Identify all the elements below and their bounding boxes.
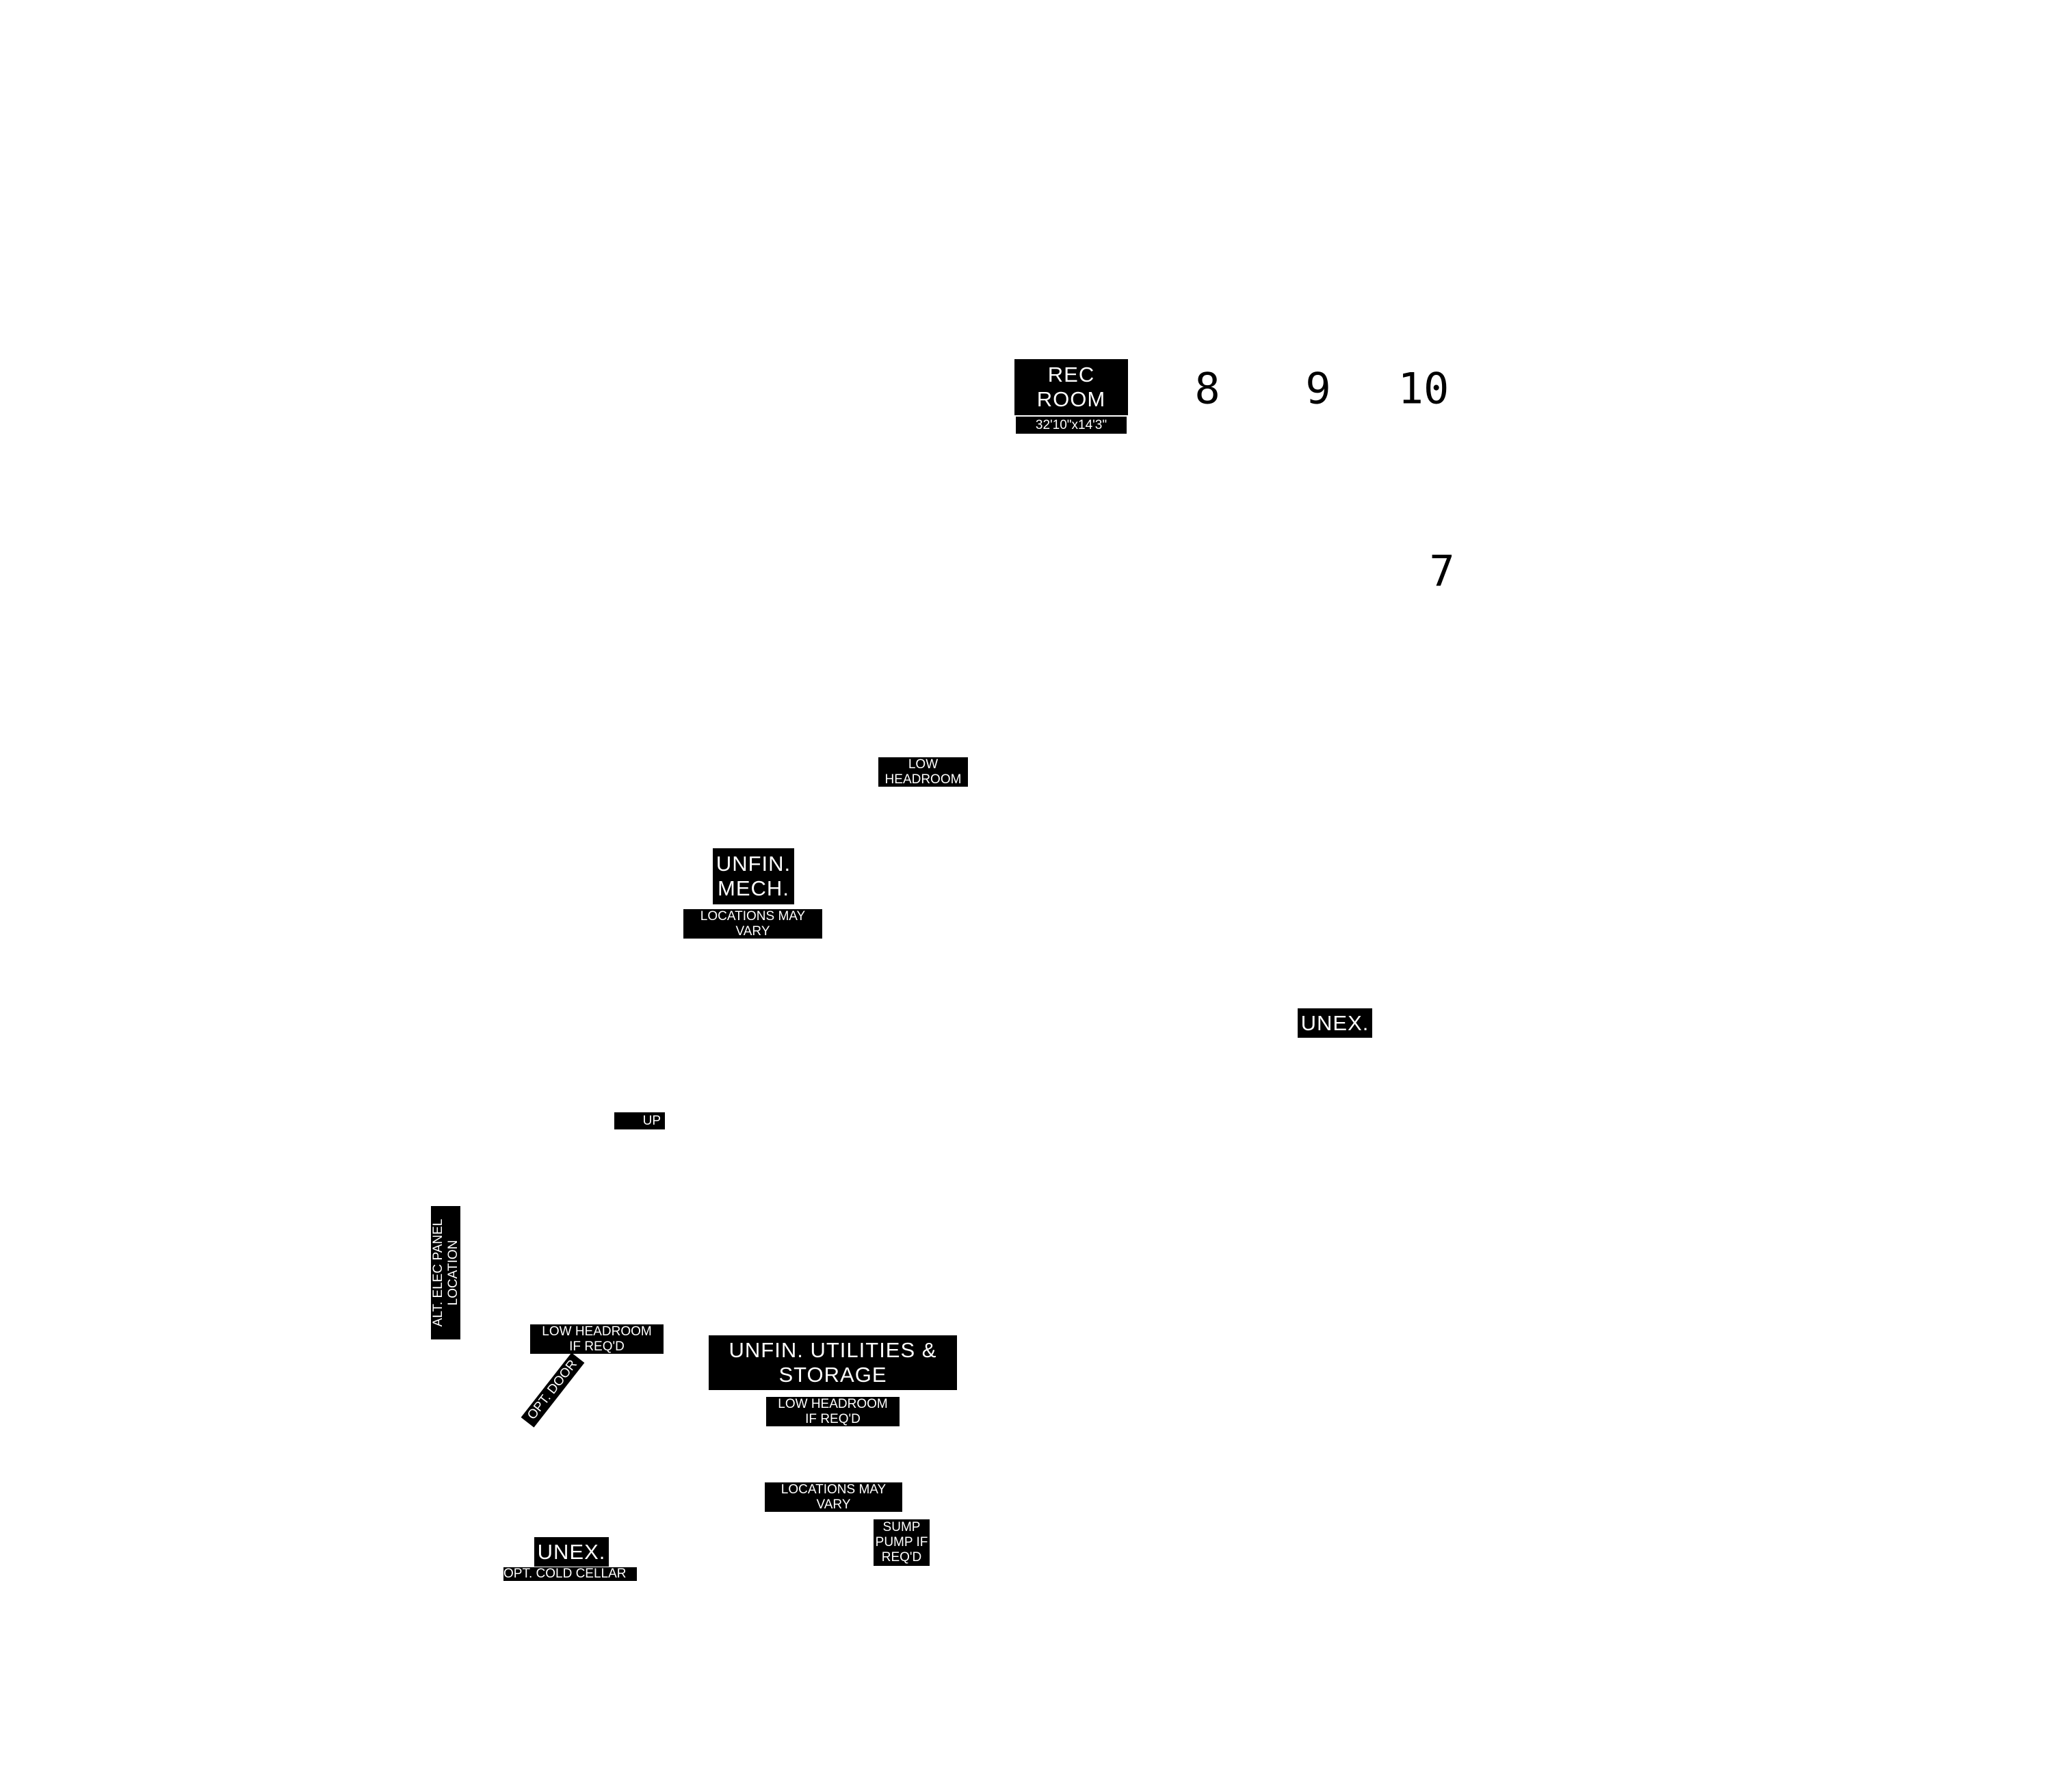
line2: VARY	[816, 1497, 851, 1512]
marker-8: 8	[1194, 363, 1220, 414]
line2: STORAGE	[778, 1363, 887, 1387]
unfin-mech-label: UNFIN. MECH.	[713, 848, 794, 904]
rec-room-line2: ROOM	[1036, 387, 1106, 411]
unfin-mech-note: LOCATIONS MAY VARY	[683, 909, 822, 939]
rec-room-dimensions: 32'10"x14'3"	[1016, 417, 1127, 434]
unfin-utilities-label: UNFIN. UTILITIES & STORAGE	[709, 1335, 957, 1390]
cold-cellar-note: OPT. COLD CELLAR	[503, 1567, 637, 1581]
alt-elec-panel-label: ALT. ELEC PANEL LOCATION	[431, 1206, 460, 1339]
line2: PUMP IF	[875, 1535, 928, 1550]
marker-10: 10	[1398, 363, 1450, 414]
line1: LOW HEADROOM	[778, 1397, 888, 1411]
line1: SUMP	[882, 1520, 921, 1535]
note-line1: LOCATIONS MAY	[700, 909, 806, 924]
line1: UNFIN. UTILITIES &	[729, 1338, 937, 1363]
unfin-mech-line2: MECH.	[718, 876, 789, 900]
locations-may-vary-label: LOCATIONS MAY VARY	[765, 1482, 902, 1512]
rec-room-line1: REC	[1047, 363, 1095, 387]
low-headroom-line2: HEADROOM	[884, 772, 962, 787]
low-headroom-left-label: LOW HEADROOM IF REQ'D	[530, 1324, 664, 1354]
line3: REQ'D	[881, 1549, 922, 1565]
opt-door-label: OPT. DOOR	[521, 1352, 585, 1428]
marker-9: 9	[1305, 363, 1331, 414]
unfin-mech-line1: UNFIN.	[716, 852, 791, 876]
alt-elec-line1: ALT. ELEC PANEL	[431, 1218, 445, 1327]
low-headroom-line1: LOW	[908, 757, 939, 772]
alt-elec-line2: LOCATION	[445, 1240, 460, 1306]
unex-lower-label: UNEX.	[534, 1537, 609, 1567]
line1: LOCATIONS MAY	[781, 1482, 887, 1497]
unex-right-label: UNEX.	[1298, 1008, 1372, 1038]
line2: IF REQ'D	[805, 1411, 861, 1426]
line2: IF REQ'D	[569, 1339, 625, 1354]
rec-room-label: REC ROOM	[1014, 359, 1128, 415]
sump-pump-label: SUMP PUMP IF REQ'D	[874, 1519, 930, 1566]
unfin-utilities-note: LOW HEADROOM IF REQ'D	[766, 1397, 900, 1426]
note-line2: VARY	[735, 924, 770, 939]
stair-up-label: UP	[614, 1112, 665, 1129]
line1: LOW HEADROOM	[542, 1324, 652, 1339]
low-headroom-label: LOW HEADROOM	[878, 757, 968, 787]
marker-7: 7	[1429, 546, 1455, 597]
